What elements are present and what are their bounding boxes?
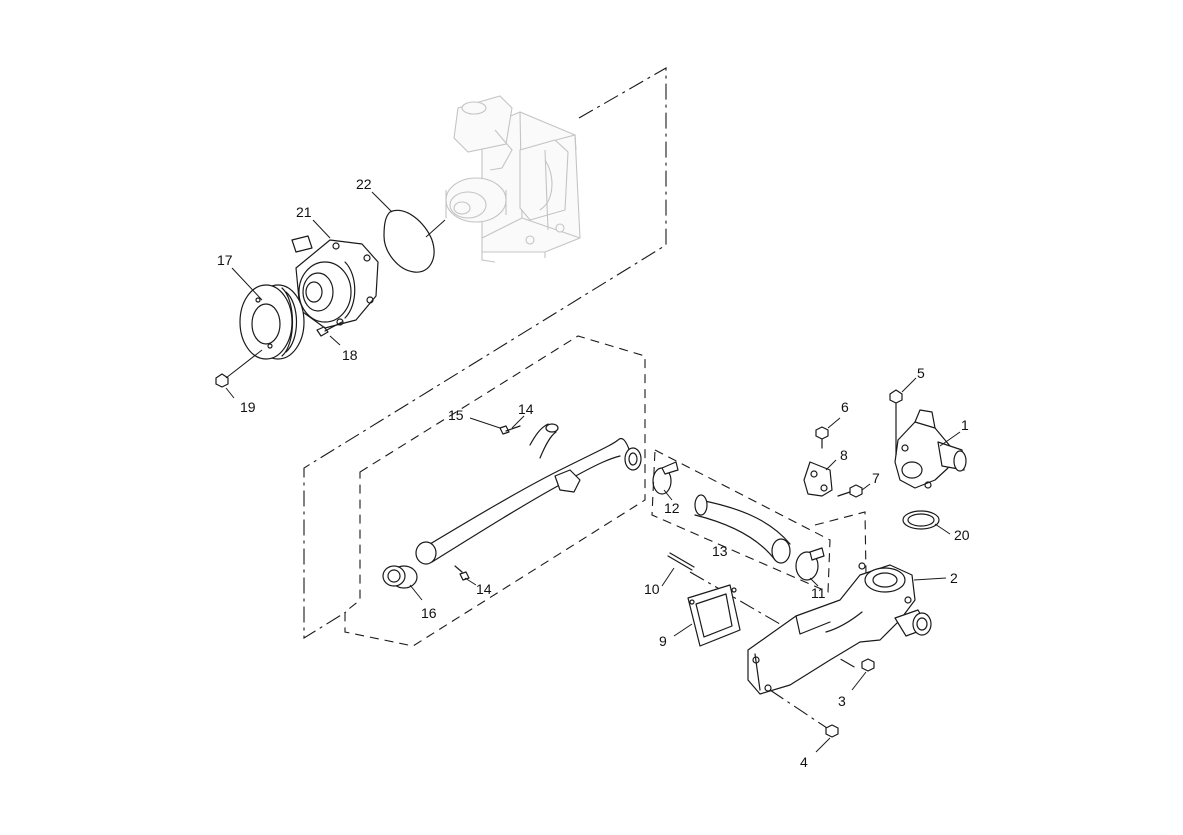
frame-upper: [303, 67, 667, 639]
callout-7: 7: [872, 470, 880, 486]
hose-13: [694, 494, 791, 564]
callout-2: 2: [950, 570, 958, 586]
callout-17: 17: [217, 252, 233, 268]
callout-8: 8: [840, 447, 848, 463]
connector-bolt4: [769, 689, 831, 731]
bolt-5: [889, 389, 903, 456]
water-pump-21: [291, 235, 379, 329]
callout-9: 9: [659, 633, 667, 649]
callout-3: 3: [838, 693, 846, 709]
bolt-18: [316, 321, 343, 337]
coolant-pipe-15: [415, 423, 642, 565]
callouts: 1 2 3 4 5 6 7 8 9 10 11 12 13 14 14 15 1…: [217, 176, 970, 770]
thermostat-housing-1: [894, 409, 967, 489]
frame-hose-13: [651, 449, 831, 593]
gasket-9: [687, 584, 741, 647]
engine-block: [445, 95, 581, 263]
bolt-14-upper: [499, 415, 525, 435]
gasket-22: [383, 209, 435, 273]
callout-1: 1: [961, 417, 969, 433]
bolt-6: [815, 426, 829, 449]
gasket-20: [902, 510, 940, 530]
bolt-4: [815, 724, 839, 753]
callout-16: 16: [421, 605, 437, 621]
callout-10: 10: [644, 581, 660, 597]
water-outlet-housing-2: [747, 562, 932, 695]
callout-13: 13: [712, 543, 728, 559]
clamp-11: [795, 547, 825, 581]
clamp-12: [652, 461, 679, 495]
pulley-17: [239, 284, 305, 360]
sleeve-16: [382, 565, 423, 601]
bolt-14-lower: [454, 565, 477, 586]
bracket-8: [803, 461, 833, 497]
leader-lines: [225, 191, 961, 637]
callout-18: 18: [342, 347, 358, 363]
callout-21: 21: [296, 204, 312, 220]
callout-15: 15: [448, 407, 464, 423]
nut-3: [851, 658, 875, 691]
bolt-7: [837, 484, 863, 498]
callout-14-upper: 14: [518, 401, 534, 417]
callout-12: 12: [664, 500, 680, 516]
frame-pipe-15: [344, 335, 646, 647]
callout-20: 20: [954, 527, 970, 543]
stud-10: [667, 552, 695, 571]
callout-5: 5: [917, 365, 925, 381]
connector-thermostat: [814, 511, 867, 576]
callout-22: 22: [356, 176, 372, 192]
bolt-19: [215, 349, 263, 388]
callout-19: 19: [240, 399, 256, 415]
callout-6: 6: [841, 399, 849, 415]
callout-11: 11: [811, 585, 826, 601]
callout-14-lower: 14: [476, 581, 492, 597]
callout-4: 4: [800, 754, 808, 770]
